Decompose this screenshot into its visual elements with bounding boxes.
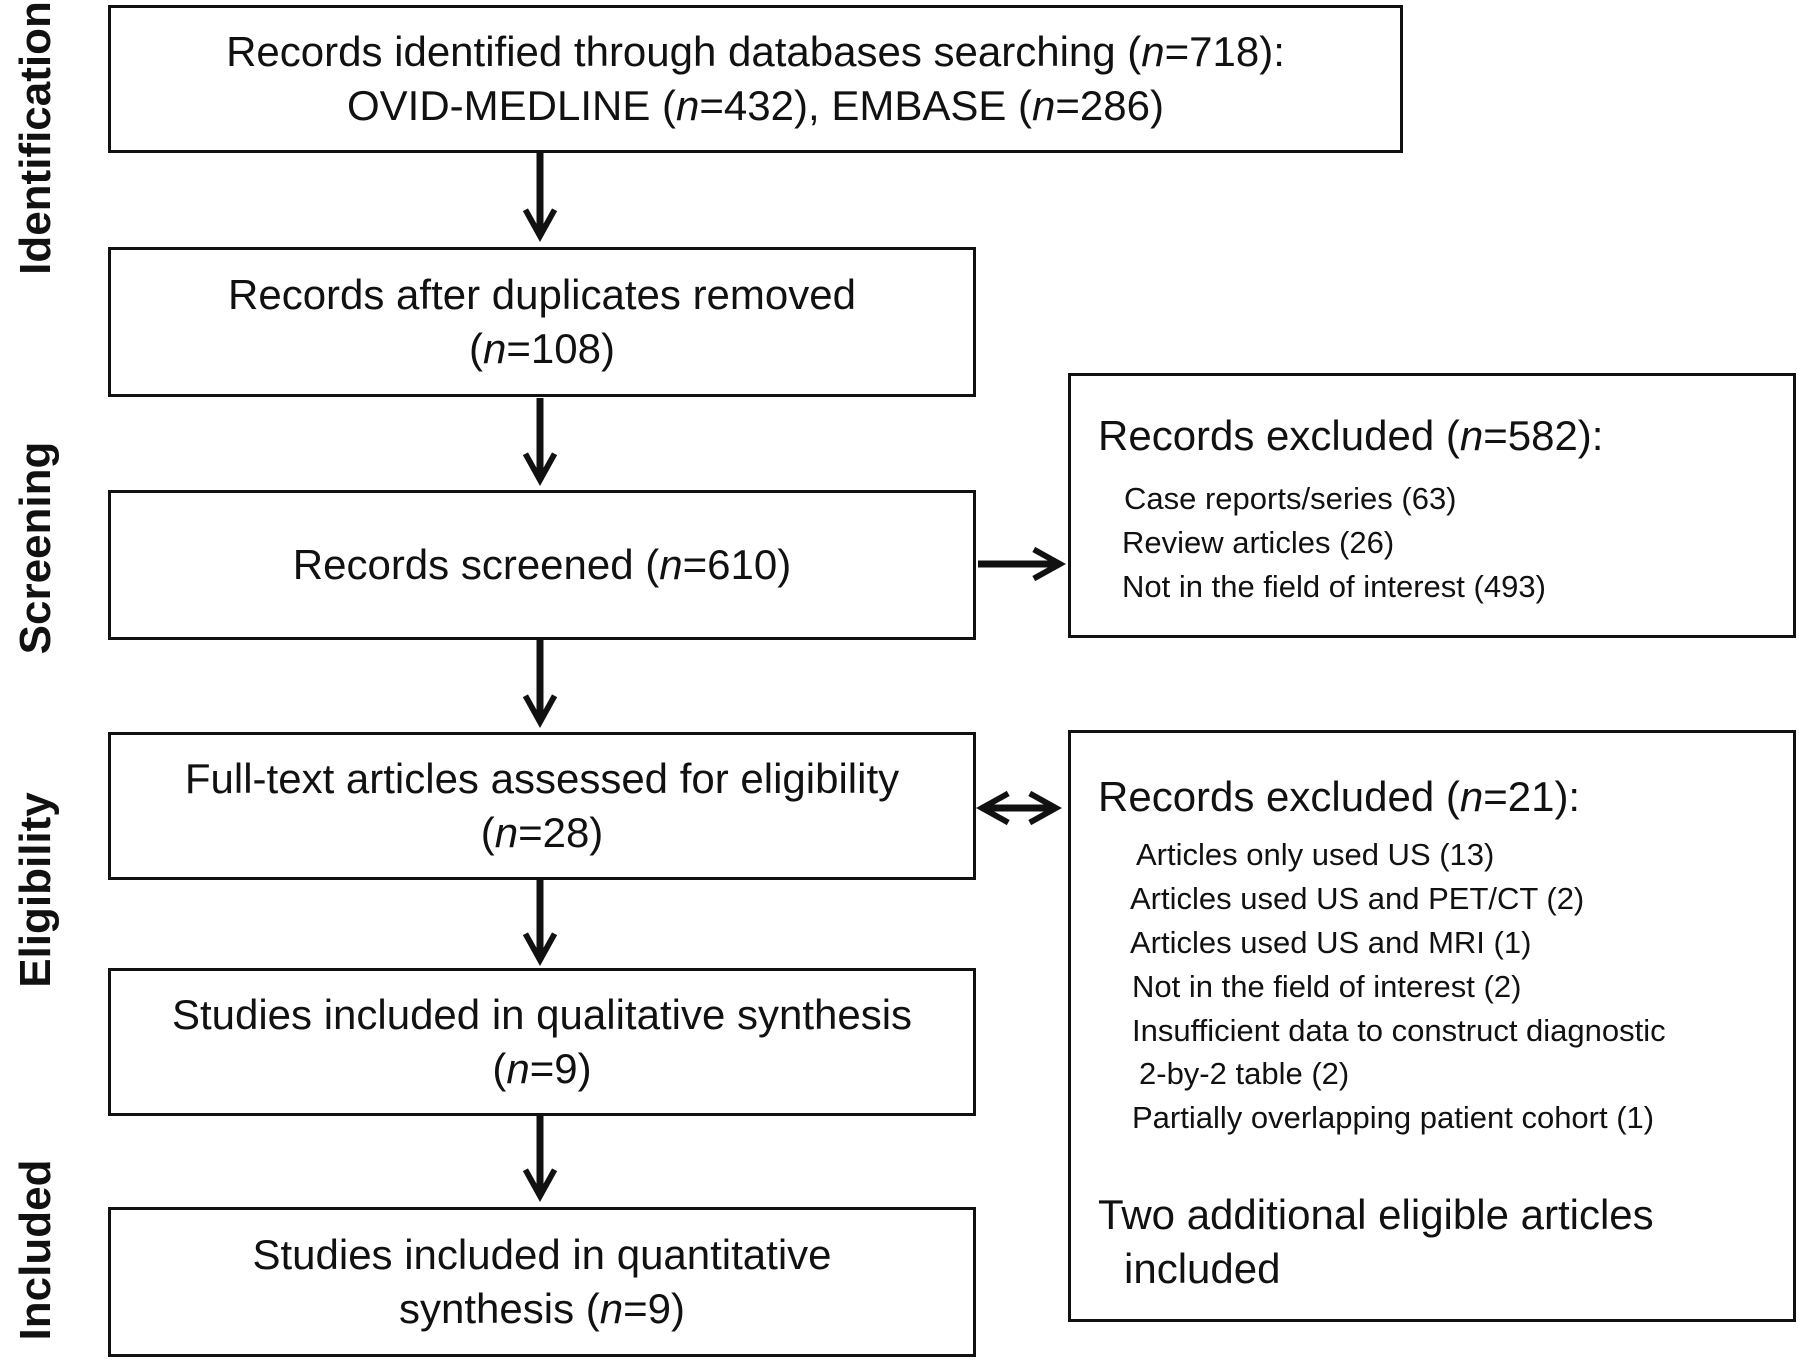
box-records-identified: Records identified through databases sea… [108, 5, 1403, 153]
excluded-eligibility-item: Insufficient data to construct diagnosti… [1132, 1013, 1666, 1048]
box-records-screened: Records screened (n=610) [108, 490, 976, 640]
box-qualitative-synthesis: Studies included in qualitative synthesi… [108, 968, 976, 1116]
identified-line-1: Records identified through databases sea… [226, 28, 1285, 76]
duplicates-line-1: Records after duplicates removed [228, 271, 856, 319]
box-fulltext-assessed: Full-text articles assessed for eligibil… [108, 732, 976, 880]
excluded-screening-item: Not in the field of interest (493) [1122, 569, 1546, 604]
screened-line-1: Records screened (n=610) [292, 541, 792, 589]
identified-line-2: OVID-MEDLINE (n=432), EMBASE (n=286) [347, 82, 1164, 129]
qualitative-line-2: (n=9) [492, 1045, 592, 1092]
excluded-eligibility-item: 2-by-2 table (2) [1139, 1056, 1350, 1091]
duplicates-line-2: (n=108) [469, 325, 615, 372]
qualitative-line-1: Studies included in qualitative synthesi… [171, 991, 913, 1039]
excluded-eligibility-item: Articles only used US (13) [1136, 837, 1495, 872]
excluded-screening-item: Review articles (26) [1122, 525, 1395, 560]
box-records-excluded-eligibility: Records excluded (n=21): Articles only u… [1068, 730, 1796, 1322]
quantitative-line-2: synthesis (n=9) [399, 1285, 685, 1332]
excluded-eligibility-item: Articles used US and MRI (1) [1130, 925, 1532, 960]
excluded-eligibility-item: Not in the field of interest (2) [1132, 969, 1522, 1004]
box-records-after-duplicates: Records after duplicates removed (n=108) [108, 247, 976, 397]
fulltext-line-2: (n=28) [480, 809, 604, 856]
box-records-excluded-screening: Records excluded (n=582): Case reports/s… [1068, 373, 1796, 638]
excluded-eligibility-item: Partially overlapping patient cohort (1) [1132, 1100, 1655, 1135]
quantitative-line-1: Studies included in quantitative [252, 1231, 832, 1279]
box-quantitative-synthesis: Studies included in quantitative synthes… [108, 1207, 976, 1357]
excluded-screening-item: Case reports/series (63) [1124, 481, 1457, 516]
excluded-screening-heading: Records excluded (n=582): [1098, 412, 1604, 459]
additional-articles-line-2: included [1124, 1245, 1281, 1292]
additional-articles-line-1: Two additional eligible articles [1098, 1191, 1654, 1238]
excluded-eligibility-item: Articles used US and PET/CT (2) [1130, 881, 1585, 916]
fulltext-line-1: Full-text articles assessed for eligibil… [184, 755, 900, 803]
excluded-eligibility-heading: Records excluded (n=21): [1098, 773, 1581, 820]
